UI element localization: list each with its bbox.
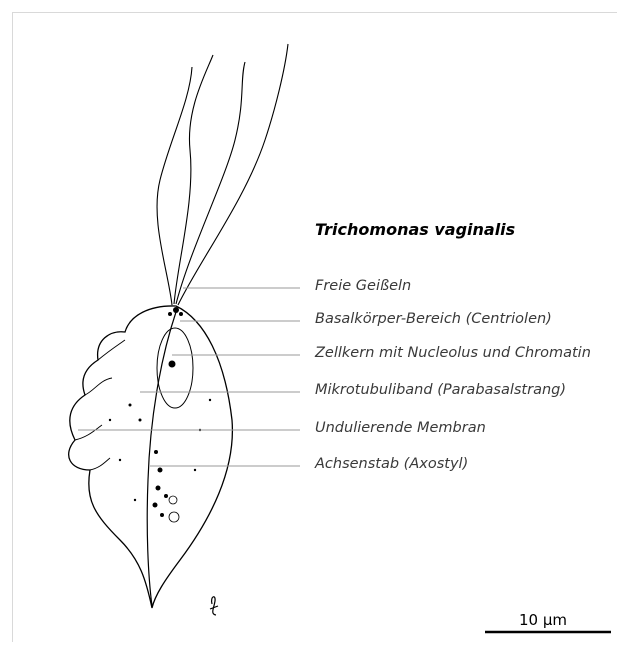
label-microtubule-band: Mikrotubuliband (Parabasalstrang) [315, 382, 566, 398]
costa-line [147, 312, 176, 606]
artist-signature-icon [210, 597, 218, 615]
vacuoles [169, 496, 179, 522]
nucleus-outline [157, 328, 193, 408]
label-undulating-membrane: Undulierende Membran [315, 420, 486, 436]
nucleus [157, 328, 193, 408]
label-nucleus: Zellkern mit Nucleolus und Chromatin [315, 345, 591, 361]
nucleolus [169, 361, 176, 368]
label-free-flagella: Freie Geißeln [315, 278, 411, 294]
label-axostyl: Achsenstab (Axostyl) [315, 456, 468, 472]
flagellum-2 [174, 55, 213, 304]
species-title: Trichomonas vaginalis [315, 220, 515, 239]
scale-bar-label: 10 µm [519, 611, 567, 629]
undulating-membrane [75, 340, 125, 470]
cell-outline [69, 306, 233, 608]
cell-body [69, 306, 233, 608]
label-basal-body: Basalkörper-Bereich (Centriolen) [315, 311, 552, 327]
flagellum-4 [178, 44, 288, 305]
granules [109, 399, 211, 517]
flagella [157, 44, 288, 305]
